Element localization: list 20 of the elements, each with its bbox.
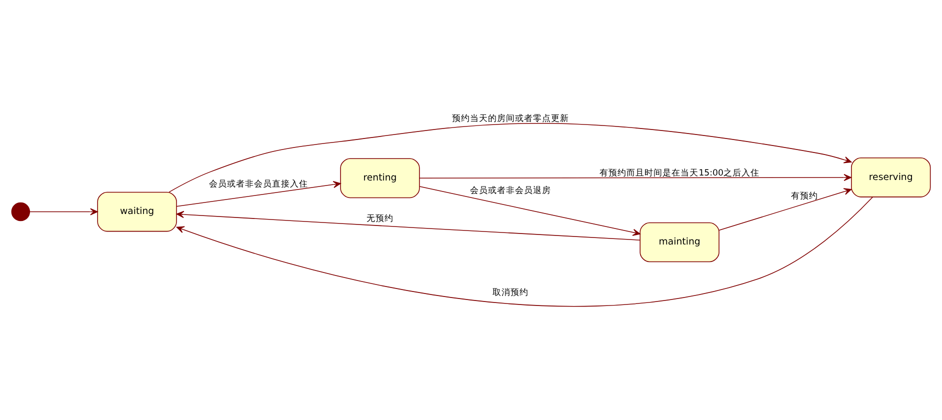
edge-label: 无预约 [366, 213, 394, 224]
edge-label: 取消预约 [492, 288, 528, 298]
arrow [168, 122, 852, 192]
edge-label: 会员或者非会员退房 [470, 185, 551, 196]
edge-label: 会员或者非会员直接入住 [209, 179, 308, 190]
arrow [419, 186, 640, 236]
node-box: mainting [640, 222, 720, 262]
arrow [718, 188, 852, 230]
edge-label: 有预约 [791, 190, 818, 201]
node-box: renting [340, 158, 420, 198]
node-box: reserving [851, 156, 931, 197]
arrow [29, 208, 98, 215]
node-box: waiting [97, 191, 177, 232]
arrow [176, 196, 874, 306]
arrow [176, 180, 341, 206]
arrow [176, 210, 640, 240]
edge-label: 预约当天的房间或者零点更新 [452, 114, 569, 124]
edge-label: 有预约而且时间是在当天15:00之后入住 [600, 168, 760, 178]
arrow [419, 173, 852, 181]
node-circle [11, 202, 30, 221]
